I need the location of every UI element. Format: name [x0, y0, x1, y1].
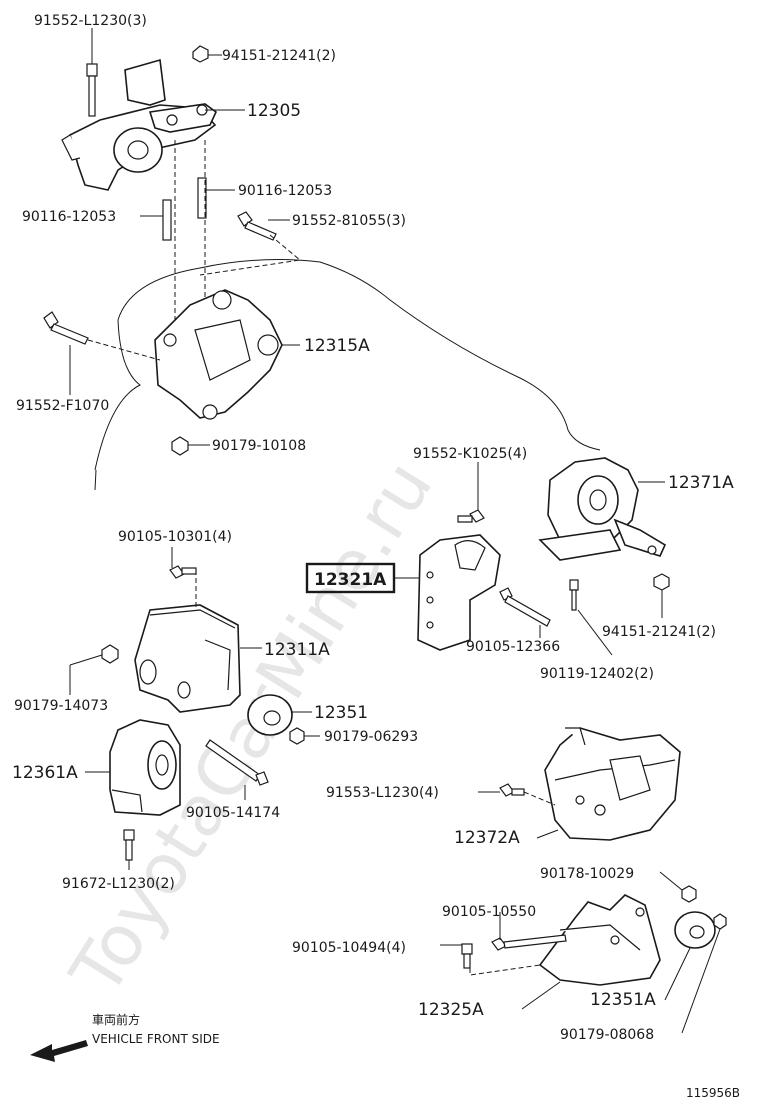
- vehicle-front-arrow-icon: [30, 1040, 88, 1062]
- engine-mount-bracket-12305: [61, 58, 218, 191]
- label-90179-08068: 90179-08068: [560, 1027, 654, 1043]
- label-90179-14073: 90179-14073: [14, 698, 108, 714]
- label-12311A: 12311A: [264, 640, 330, 660]
- bolt-90105-10301: [169, 565, 197, 579]
- label-90105-10494: 90105-10494(4): [292, 940, 406, 956]
- transmission-mount-12371A: [538, 457, 667, 561]
- stud-90116-12053-a: [162, 199, 172, 241]
- label-90179-10108: 90179-10108: [212, 438, 306, 454]
- label-91552-81055: 91552-81055(3): [292, 213, 406, 229]
- bolt-91552-K1025: [457, 509, 485, 523]
- label-12371A: 12371A: [668, 473, 734, 493]
- label-91552-F1070: 91552-F1070: [16, 398, 109, 414]
- label-12305: 12305: [247, 101, 301, 121]
- bolt-91552-81055: [237, 211, 277, 241]
- bolt-91672-L1230: [123, 829, 135, 861]
- label-12321A: 12321A: [314, 570, 387, 590]
- mount-bracket-12321A: [417, 534, 501, 651]
- label-91552-L1230: 91552-L1230(3): [34, 13, 147, 29]
- label-90178-10029: 90178-10029: [540, 866, 634, 882]
- label-91552-K1025: 91552-K1025(4): [413, 446, 527, 462]
- nut-94151-21241-top: [192, 45, 209, 63]
- bolt-90105-10550: [491, 934, 567, 951]
- label-12351: 12351: [314, 703, 368, 723]
- label-94151-21241-right: 94151-21241(2): [602, 624, 716, 640]
- label-12315A: 12315A: [304, 336, 370, 356]
- bolt-90105-10494: [461, 943, 473, 969]
- label-12325A: 12325A: [418, 1000, 484, 1020]
- label-12351A: 12351A: [590, 990, 656, 1010]
- mount-bracket-12311A: [134, 604, 241, 713]
- label-12361A: 12361A: [12, 763, 78, 783]
- label-90105-10301: 90105-10301(4): [118, 529, 232, 545]
- direction-label-en: VEHICLE FRONT SIDE: [92, 1032, 220, 1046]
- nut-90179-10108: [171, 436, 189, 456]
- label-90105-10550: 90105-10550: [442, 904, 536, 920]
- transmission-mount-bracket-12372A: [544, 727, 681, 841]
- bushing-12351A: [674, 911, 716, 949]
- nut-90179-14073: [101, 644, 119, 664]
- bolt-91552-L1230: [86, 63, 98, 117]
- bolt-91552-F1070: [43, 311, 89, 345]
- bolt-90105-14174: [205, 739, 269, 786]
- direction-label-jp: 車両前方: [92, 1012, 140, 1027]
- mount-bracket-12325A: [538, 894, 661, 986]
- label-90105-14174: 90105-14174: [186, 805, 280, 821]
- label-90179-06293: 90179-06293: [324, 729, 418, 745]
- bushing-12351: [247, 694, 293, 736]
- label-91672-L1230: 91672-L1230(2): [62, 876, 175, 892]
- bolt-91553-L1230: [499, 783, 525, 797]
- engine-mount-insulator-12361A: [109, 719, 181, 816]
- label-12372A: 12372A: [454, 828, 520, 848]
- nut-90179-08068: [713, 913, 727, 930]
- nut-90178-10029: [681, 885, 697, 903]
- label-90105-12366: 90105-12366: [466, 639, 560, 655]
- diagram-id: 115956B: [686, 1086, 740, 1100]
- label-91553-L1230: 91553-L1230(4): [326, 785, 439, 801]
- label-90119-12402: 90119-12402(2): [540, 666, 654, 682]
- label-94151-21241-top: 94151-21241(2): [222, 48, 336, 64]
- label-90116-12053-left: 90116-12053: [22, 209, 116, 225]
- nut-90179-06293: [289, 727, 305, 745]
- engine-mount-bracket-12315A: [154, 289, 283, 420]
- stud-90116-12053-b: [197, 177, 207, 219]
- bolt-90105-12366: [499, 587, 551, 627]
- bolt-90119-12402: [569, 579, 579, 611]
- nut-94151-21241-right: [653, 573, 670, 591]
- label-90116-12053-right: 90116-12053: [238, 183, 332, 199]
